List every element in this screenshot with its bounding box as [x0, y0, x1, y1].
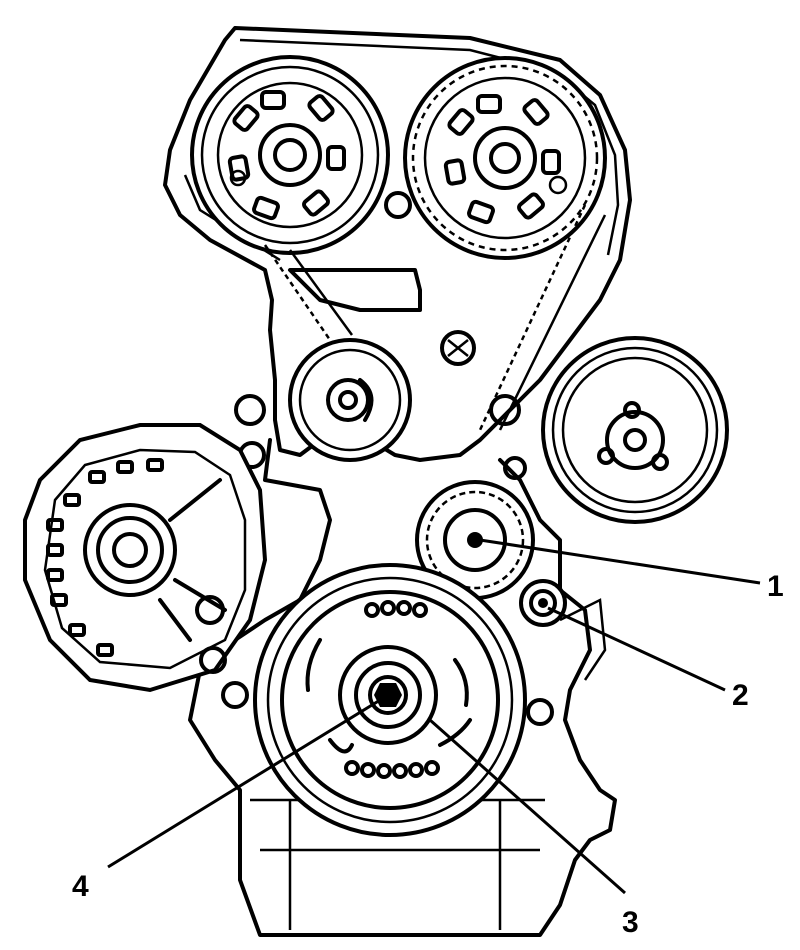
callout-4: 4: [72, 870, 89, 903]
crankshaft-bolt: [368, 675, 408, 715]
crankshaft-pulley-holes-bottom: [344, 760, 440, 779]
leader-line-3: [429, 718, 626, 895]
alternator-vent-slots: [46, 458, 164, 657]
crankshaft-pulley-holes-top: [364, 600, 428, 618]
alternator: [23, 423, 268, 693]
tensioner-plate: [288, 268, 476, 366]
camshaft-sprocket-right: [403, 56, 607, 260]
crank-area-bolts: [221, 681, 554, 726]
callout-3: 3: [622, 906, 639, 939]
drive-belt-tensioner-pulley: [415, 480, 535, 600]
callout-1: 1: [767, 570, 784, 603]
timing-belt: [263, 204, 607, 431]
callout-2: 2: [732, 679, 749, 712]
callout-labels: 1 2 3 4: [72, 570, 784, 939]
leader-line-1: [479, 538, 761, 585]
leader-lines: [107, 538, 761, 895]
water-pump-pulley: [288, 338, 412, 462]
camshaft-sprocket-left: [190, 55, 390, 255]
cam-idler-dot: [384, 191, 412, 219]
power-steering-pulley: [541, 336, 729, 524]
leader-line-2: [547, 606, 726, 692]
tensioner-bolt: [519, 579, 567, 627]
leader-line-4: [107, 695, 386, 869]
